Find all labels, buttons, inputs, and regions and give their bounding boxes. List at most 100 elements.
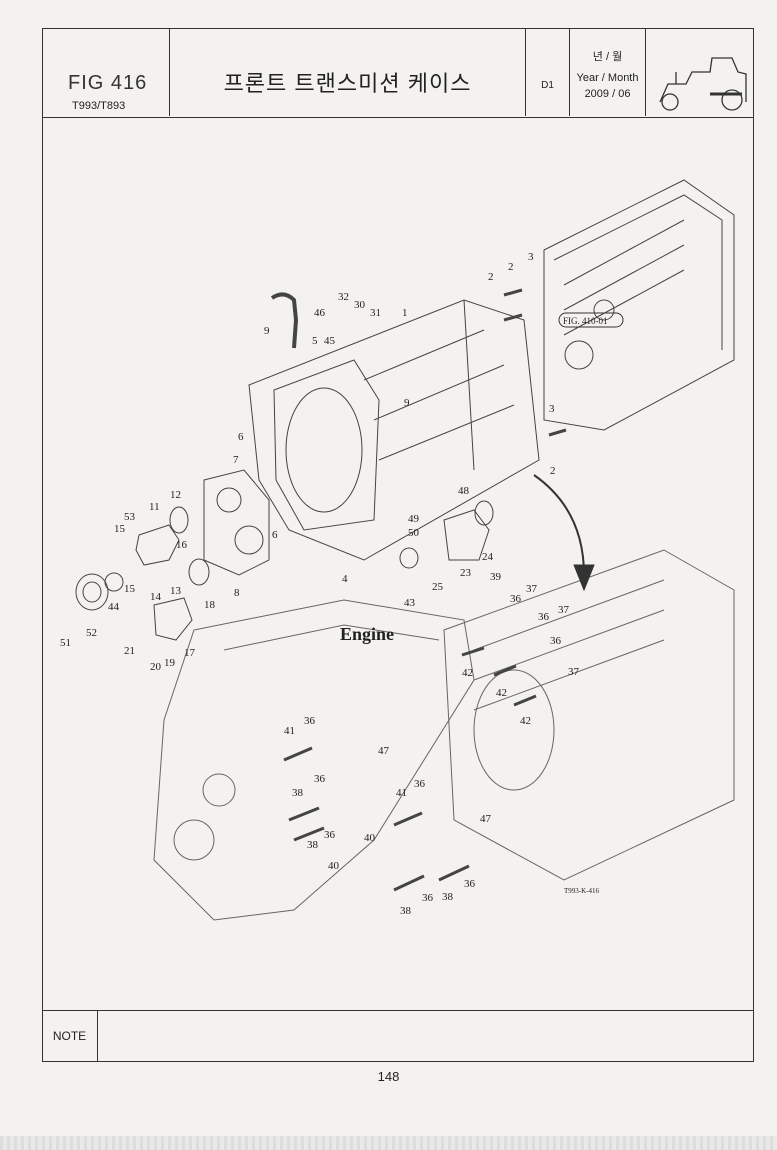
fig-cell: FIG 416 T993/T893 [42,28,170,116]
callout: 42 [520,715,531,727]
reference-label: FIG. 410-01 [563,316,608,326]
rear-transmission-housing [543,179,735,431]
front-transmission-case [248,299,540,561]
date-label-en: Year / Month [576,72,639,84]
date-label-kr: 년 / 월 [592,51,623,63]
scan-edge [0,1136,777,1150]
icon-cell [646,28,754,116]
callout: 49 [408,513,420,525]
callout: 36 [324,829,336,841]
sheet-frame [42,28,754,1062]
callout: 43 [404,597,416,609]
callout: 31 [370,307,381,319]
tractor-icon [659,57,747,111]
callout: 5 [312,335,318,347]
front-bearing-housings [75,506,210,641]
callout: 51 [60,637,71,649]
callout: 37 [568,666,580,678]
callout: 14 [150,591,162,603]
callout: 30 [354,299,366,311]
callout: 17 [184,647,196,659]
callout: 38 [442,891,454,903]
callout: 36 [550,635,562,647]
fig-label: FIG 416 [68,72,148,94]
callout: 25 [432,581,444,593]
callout: 4 [342,573,348,585]
callout: 41 [284,725,295,737]
callout: 40 [328,860,340,872]
pto-housing [399,500,494,569]
header: FIG 416 T993/T893 프론트 트랜스미션 케이스 D1 년 / 월… [42,28,754,118]
callout: 2 [550,465,556,477]
callout: 52 [86,627,97,639]
callout: 38 [292,787,304,799]
date-value: 2009 / 06 [584,88,631,100]
callout: 47 [480,813,492,825]
callout: 42 [496,687,507,699]
callout: 47 [378,745,390,757]
callout: 36 [538,611,550,623]
engine-label: Engine [340,624,394,644]
callout: 7 [233,454,239,466]
callout: 37 [558,604,570,616]
callout: 36 [510,593,522,605]
callout: 21 [124,645,135,657]
callout: 45 [324,335,336,347]
callout: 50 [408,527,420,539]
callout: 36 [314,773,326,785]
callout: 2 [508,261,514,273]
callout: 13 [170,585,182,597]
page-title: 프론트 트랜스미션 케이스 [223,71,472,96]
title-cell: 프론트 트랜스미션 케이스 [170,28,526,116]
callout: 15 [124,583,136,595]
assembled-transmission [443,549,735,881]
callout: 38 [307,839,319,851]
model-label: T993/T893 [72,100,126,112]
callout: 23 [460,567,472,579]
exploded-parts-diagram: Engine FIG. 410-01 T993-K-416 1 2 2 2 3 … [60,179,735,921]
callout: 36 [422,892,434,904]
callout: 16 [176,539,188,551]
callout: 48 [458,485,470,497]
callout: 3 [528,251,534,263]
callout: 2 [488,271,494,283]
callout: 11 [149,501,160,513]
callout: 41 [396,787,407,799]
callout: 24 [482,551,494,563]
callout: 15 [114,523,126,535]
callout: 46 [314,307,326,319]
page-number: 148 [377,1069,400,1084]
callout: 18 [204,599,216,611]
front-cover-plate [203,469,270,576]
callout: 9 [264,325,270,337]
column-code-cell: D1 [526,28,570,116]
callout: 38 [400,905,412,917]
callout: 6 [272,529,278,541]
callout: 8 [234,587,240,599]
assembly-arrow [533,474,585,576]
callout: 40 [364,832,376,844]
callout: 9 [404,397,410,409]
engine-outline [153,599,475,921]
callout: 32 [338,291,349,303]
column-code: D1 [541,80,554,91]
callout: 6 [238,431,244,443]
callout: 36 [304,715,316,727]
callout: 19 [164,657,176,669]
callout: 53 [124,511,136,523]
callout: 42 [462,667,473,679]
mounting-bolts [283,288,567,892]
breather-hose [270,292,299,349]
date-cell: 년 / 월 Year / Month 2009 / 06 [570,28,646,116]
note-row: NOTE [42,1010,754,1062]
callout: 3 [549,403,555,415]
callout: 12 [170,489,181,501]
callout: 37 [526,583,538,595]
callout: 20 [150,661,162,673]
drawing-code: T993-K-416 [564,887,599,895]
callout: 36 [414,778,426,790]
callout: 39 [490,571,502,583]
callout: 44 [108,601,120,613]
callout: 36 [464,878,476,890]
part-callouts: 1 2 2 2 3 3 4 5 6 6 7 8 9 9 11 12 13 14 … [60,251,580,917]
